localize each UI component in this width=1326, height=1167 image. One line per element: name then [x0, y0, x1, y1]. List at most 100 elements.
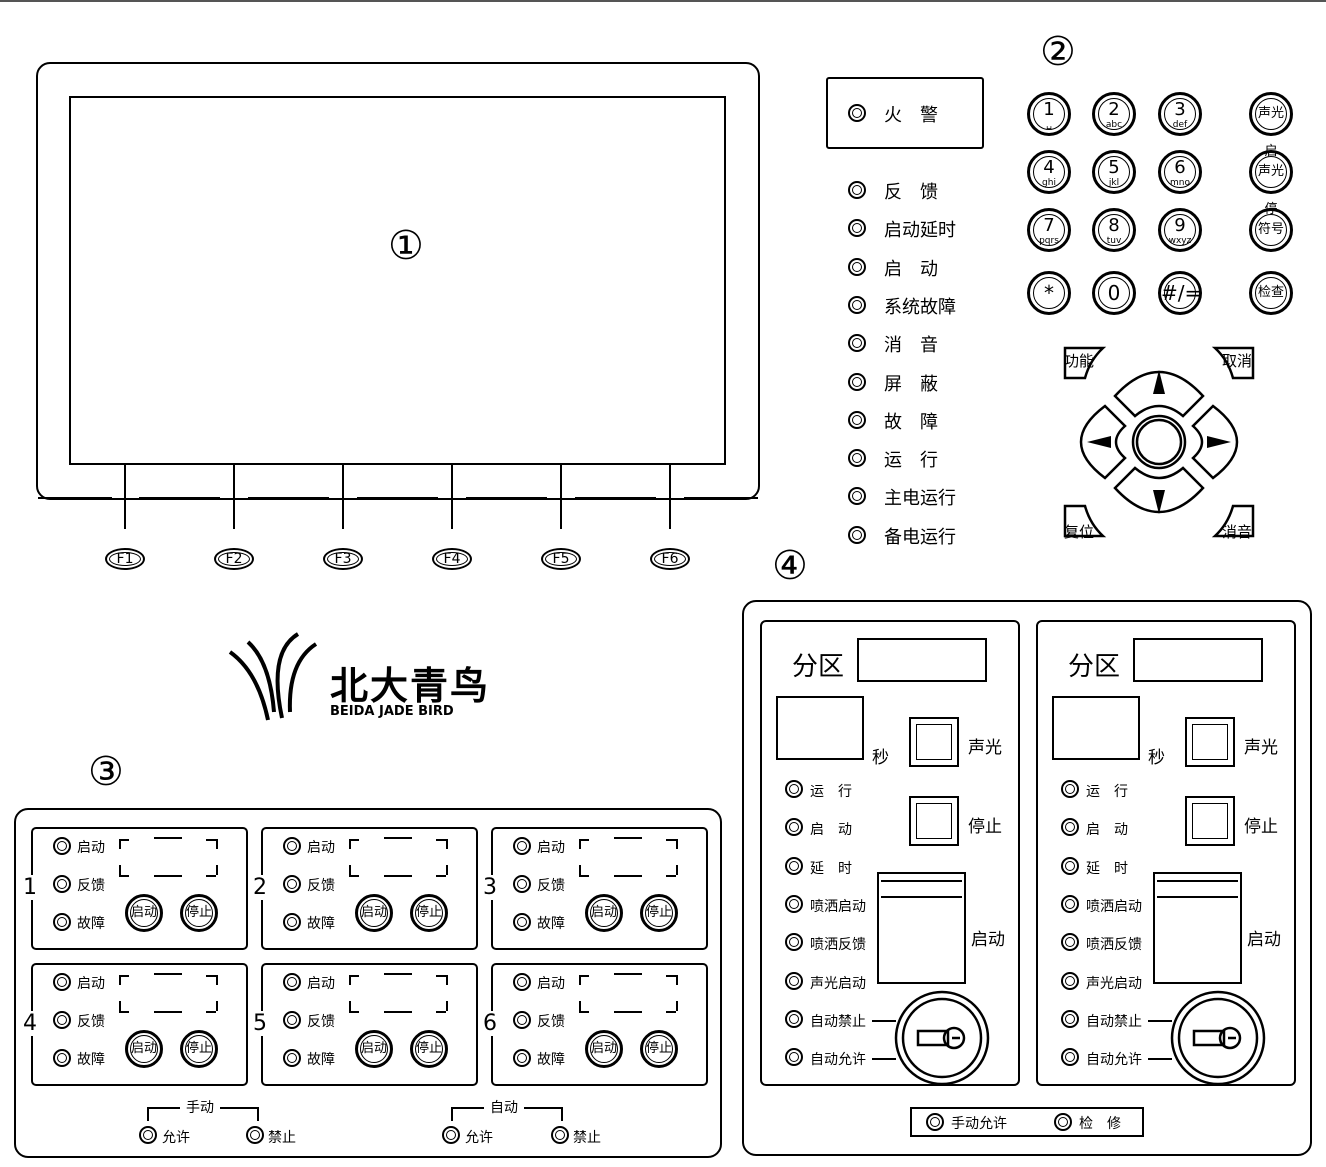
manual-forbid-led: [246, 1126, 264, 1144]
fkey-3[interactable]: F3: [323, 548, 363, 570]
indicator-label: 故 障: [884, 411, 938, 433]
zone-led: [1061, 894, 1079, 913]
module-number: 2: [251, 875, 269, 900]
sound-light-button[interactable]: [909, 717, 959, 767]
module-stop-button[interactable]: 停止: [640, 894, 678, 932]
zone-start-label: 启动: [1247, 930, 1281, 950]
module-display-mark: [154, 973, 182, 975]
key-11[interactable]: #/=: [1158, 271, 1202, 315]
key-switch-icon[interactable]: [1168, 988, 1268, 1088]
side-key-label: 检查: [1257, 285, 1284, 300]
module-start-button[interactable]: 启动: [125, 894, 163, 932]
module-led: [283, 1011, 301, 1029]
module-start-button[interactable]: 启动: [585, 1030, 623, 1068]
fkey-6[interactable]: F6: [650, 548, 690, 570]
sound-light-button[interactable]: [1185, 717, 1235, 767]
module-start-button[interactable]: 启动: [355, 894, 393, 932]
module-start-button[interactable]: 启动: [125, 1030, 163, 1068]
zone-number-display: [857, 638, 987, 682]
side-key-3[interactable]: 检查: [1249, 271, 1293, 315]
zone-led: [785, 1048, 803, 1067]
reset-button[interactable]: 复位: [1064, 523, 1095, 541]
module-led: [283, 913, 301, 931]
module-led: [53, 913, 71, 931]
indicator-led: [848, 257, 866, 276]
module-display-mark: [119, 1001, 121, 1011]
key-10[interactable]: 0: [1092, 271, 1136, 315]
key-switch-icon[interactable]: [892, 988, 992, 1088]
module-display-mark: [349, 839, 351, 849]
module-display-mark: [216, 975, 218, 985]
zone-start-button[interactable]: [877, 872, 966, 984]
indicator-label: 运 行: [884, 450, 938, 472]
fkey-4[interactable]: F4: [432, 548, 472, 570]
module-stop-button[interactable]: 停止: [410, 1030, 448, 1068]
key-9[interactable]: *: [1027, 271, 1071, 315]
module-stop-button[interactable]: 停止: [180, 894, 218, 932]
maintenance-label: 检 修: [1079, 1116, 1121, 1132]
sound-light-label: 声光: [968, 738, 1002, 758]
module-stop-button[interactable]: 停止: [410, 894, 448, 932]
key-0[interactable]: 1␣: [1027, 92, 1071, 136]
key-digit: 7: [1043, 215, 1055, 236]
manual-permit-led: [926, 1113, 944, 1131]
logo-text-cn: 北大青鸟: [330, 664, 491, 708]
manual-permit-label: 手动允许: [951, 1116, 1007, 1132]
key-letters: ␣: [1046, 120, 1052, 130]
fkey-5[interactable]: F5: [541, 548, 581, 570]
zone-led: [785, 780, 803, 798]
indicator-led: [848, 372, 866, 391]
func-button[interactable]: 功能: [1064, 352, 1095, 370]
module-display-mark: [446, 865, 448, 875]
zone-led-label: 启 动: [810, 822, 852, 839]
module-start-button[interactable]: 启动: [355, 1030, 393, 1068]
zone-led-label: 延 时: [1086, 860, 1128, 877]
side-key-1[interactable]: 声光停: [1249, 150, 1293, 217]
module-led-label: 启动: [537, 840, 565, 856]
marker-3: ③: [88, 749, 124, 795]
fkey-2[interactable]: F2: [214, 548, 254, 570]
zone-led: [1061, 933, 1079, 952]
module-display-mark: [384, 1011, 412, 1013]
module-display-mark: [579, 839, 589, 841]
cancel-button[interactable]: 取消: [1222, 352, 1253, 370]
side-key-2[interactable]: 符号: [1249, 208, 1293, 252]
zone-stop-button[interactable]: [1185, 796, 1235, 846]
module-number: 1: [21, 875, 39, 900]
module-display-mark: [676, 975, 678, 985]
zone-start-button[interactable]: [1153, 872, 1242, 984]
module-display-mark: [154, 837, 182, 839]
zone-stop-button[interactable]: [909, 796, 959, 846]
module-display-mark: [436, 875, 446, 877]
module-led-label: 故障: [537, 1052, 565, 1068]
key-digit: 6: [1174, 157, 1186, 178]
module-stop-button[interactable]: 停止: [640, 1030, 678, 1068]
top-border: [0, 0, 1326, 2]
bezel-segment: [139, 497, 220, 499]
mute-button[interactable]: 消音: [1222, 523, 1253, 541]
module-display-mark: [614, 875, 642, 877]
module-number: 4: [21, 1011, 39, 1036]
module-stop-button[interactable]: 停止: [180, 1030, 218, 1068]
module-display-mark: [384, 973, 412, 975]
fkey-1[interactable]: F1: [105, 548, 145, 570]
module-start-button[interactable]: 启动: [585, 894, 623, 932]
key-digit: 4: [1043, 157, 1055, 178]
fkey-connector: [233, 465, 235, 529]
module-display-mark: [436, 975, 446, 977]
fire-alarm-label: 火 警: [884, 105, 938, 126]
side-key-0[interactable]: 声光启: [1249, 92, 1293, 159]
bird-logo-icon: [228, 632, 318, 721]
module-led-label: 故障: [77, 1052, 105, 1068]
arrow-left-icon: [1087, 436, 1111, 448]
module-display-mark: [349, 975, 351, 985]
module-display-mark: [349, 865, 351, 875]
